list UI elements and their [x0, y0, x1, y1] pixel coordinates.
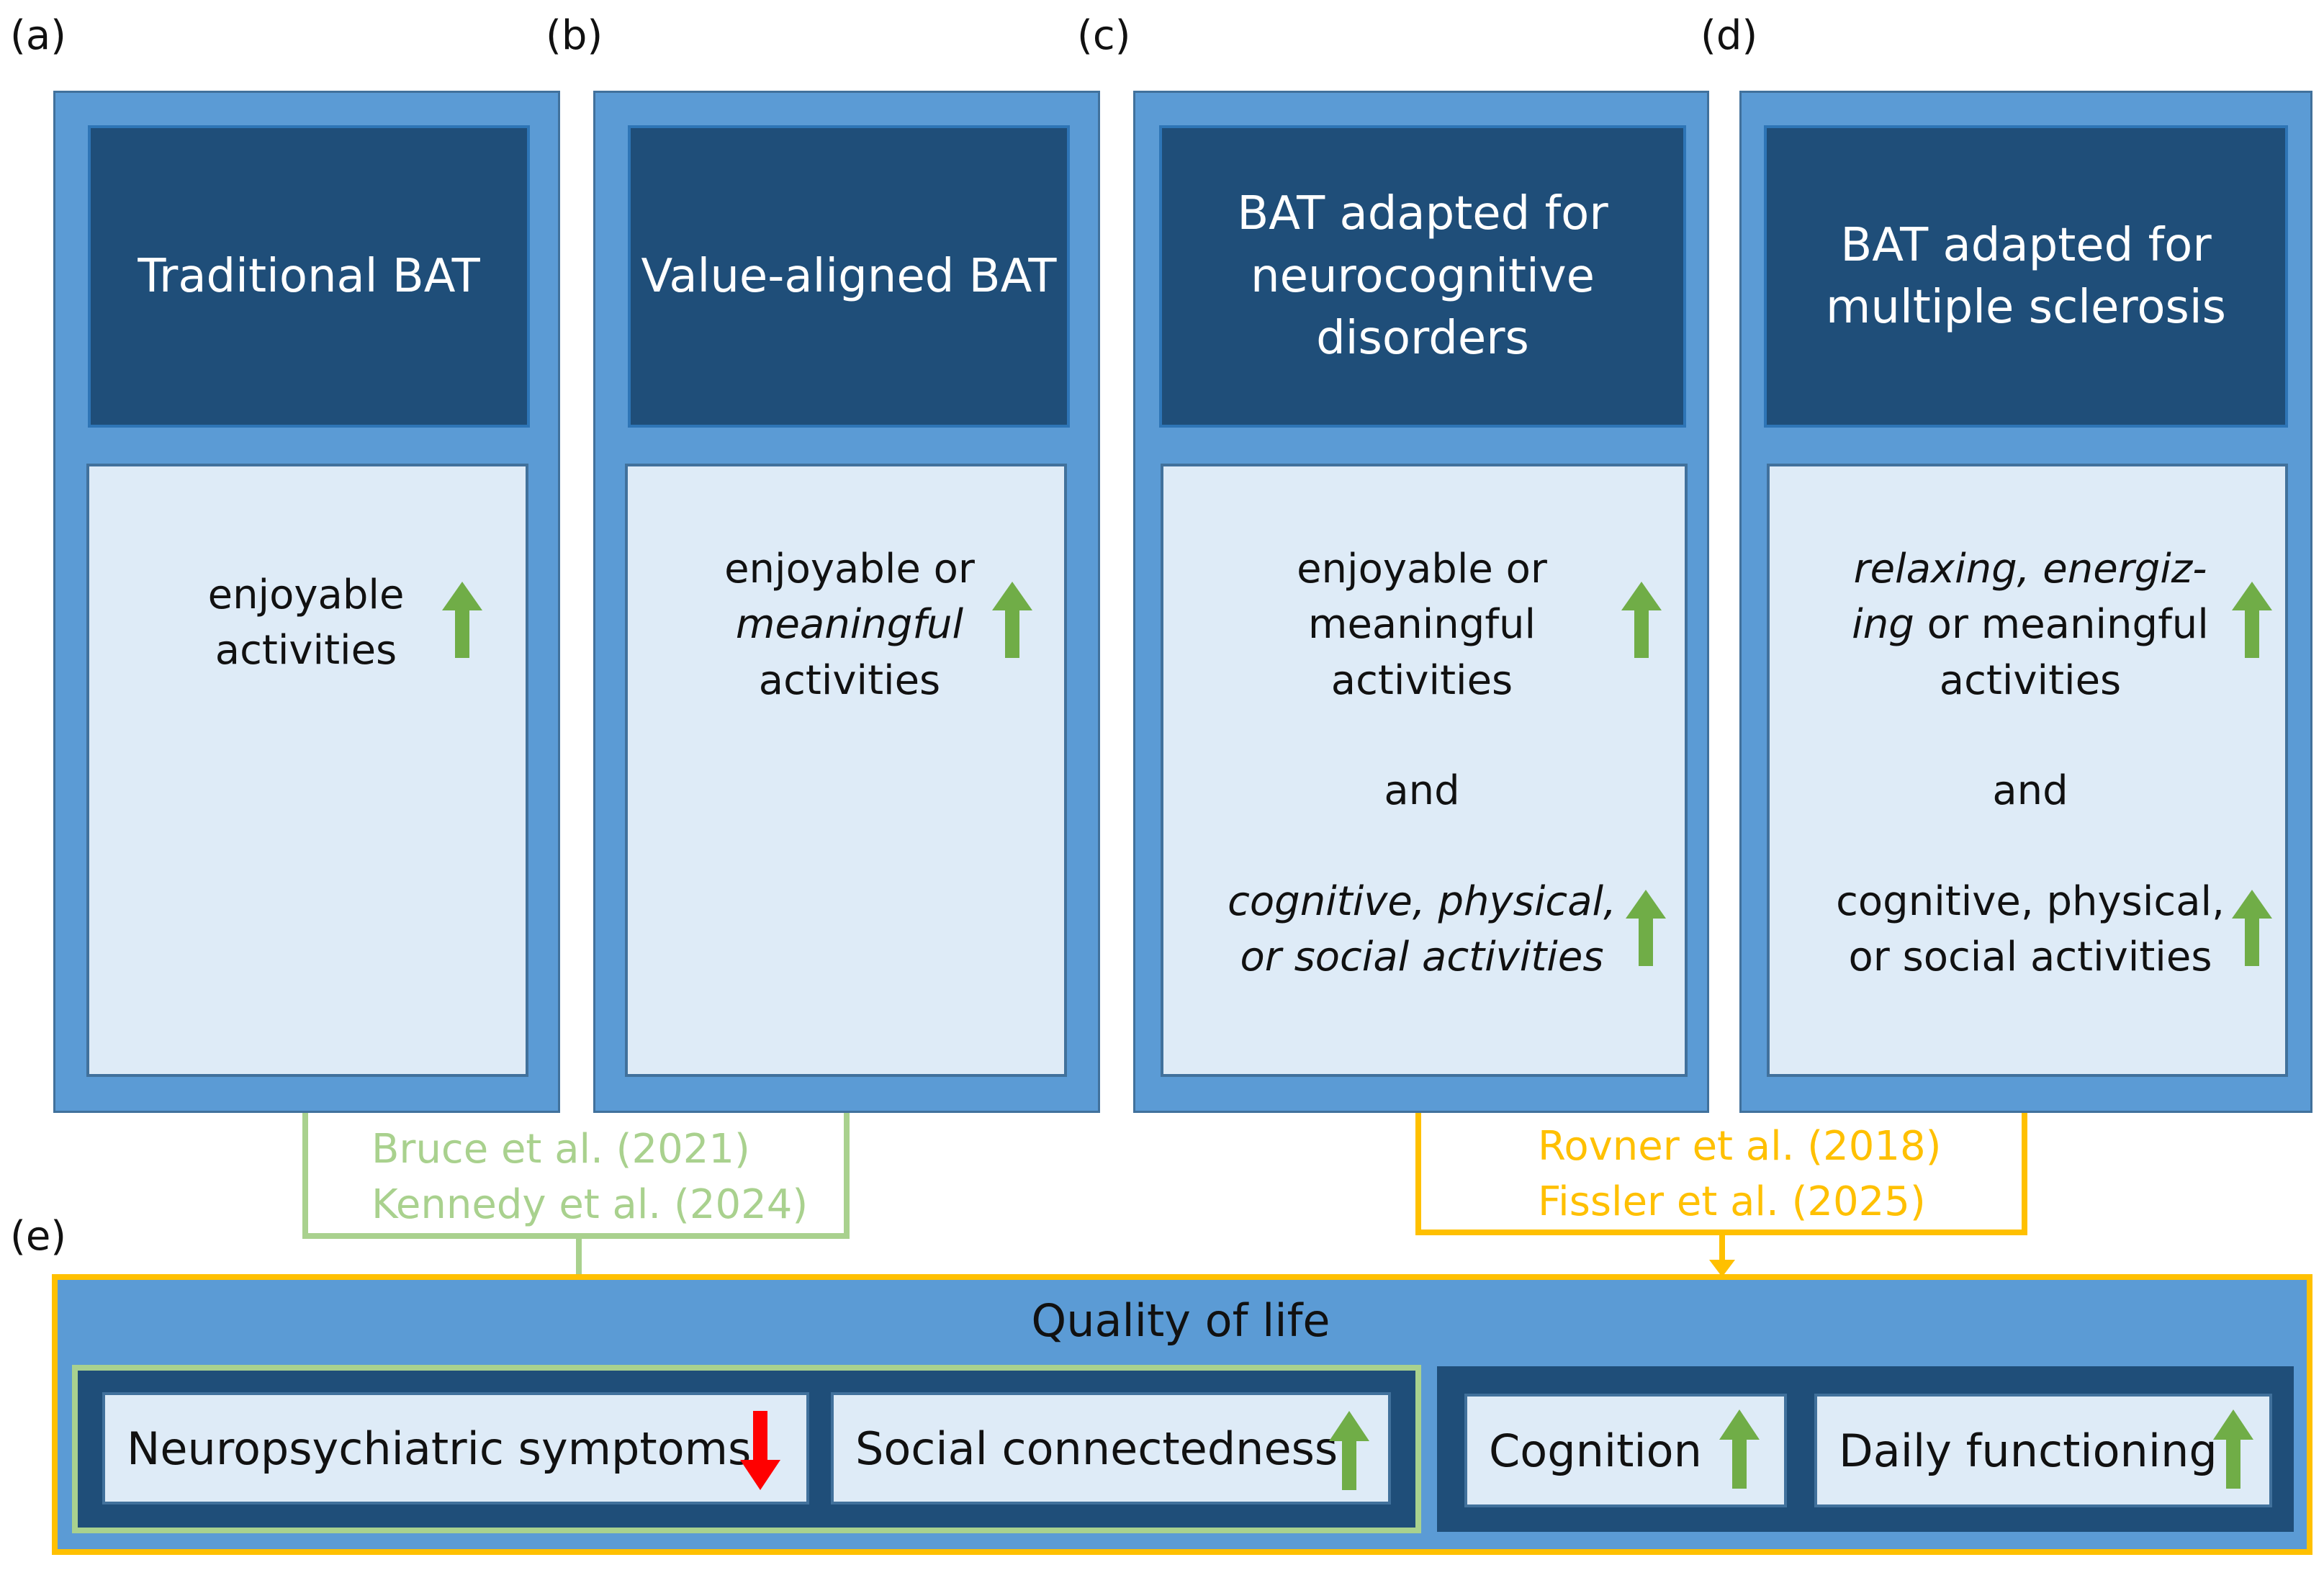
- outcome-label: Neuropsychiatric symptoms: [127, 1422, 752, 1475]
- outcome-neuropsychiatric-symptoms: Neuropsychiatric symptoms: [102, 1392, 809, 1504]
- panel-a-title: Traditional BAT: [88, 125, 530, 428]
- panel-b-title: Value-aligned BAT: [628, 125, 1070, 428]
- panel-a-content: [86, 464, 528, 1077]
- orange-arrowhead: [1709, 1260, 1735, 1277]
- reference-kennedy: Kennedy et al. (2024): [371, 1181, 809, 1229]
- up-arrow-icon: [442, 582, 482, 658]
- panel-label-c: (c): [1077, 12, 1131, 59]
- reference-rovner: Rovner et al. (2018): [1538, 1123, 1942, 1170]
- panel-label-d: (d): [1701, 12, 1758, 59]
- panel-c-other-activities-text: cognitive, physical, or social activitie…: [1228, 878, 1616, 981]
- orange-connector: [1415, 1112, 2027, 1261]
- panel-label-b: (b): [546, 12, 603, 59]
- up-arrow-icon: [1621, 582, 1662, 658]
- panel-b-content: [625, 464, 1067, 1077]
- references-orange: Rovner et al. (2018) Fissler et al. (202…: [1538, 1119, 1941, 1230]
- panel-label-a: (a): [10, 12, 67, 59]
- outcome-daily-functioning: Daily functioning: [1814, 1394, 2272, 1507]
- reference-bruce: Bruce et al. (2021): [371, 1126, 750, 1173]
- up-arrow-icon: [2232, 890, 2272, 966]
- up-arrow-icon: [1719, 1409, 1760, 1489]
- panel-d-content: [1767, 464, 2288, 1077]
- panel-b-activities-text: enjoyable or meaningful activities: [724, 546, 975, 704]
- up-arrow-icon: [2232, 582, 2272, 658]
- panel-c-content: [1161, 464, 1688, 1077]
- down-arrow-icon: [740, 1411, 780, 1490]
- up-arrow-icon: [992, 582, 1032, 658]
- panel-c-activities-text: enjoyable or meaningful activities: [1297, 546, 1547, 704]
- quality-of-life-title: Quality of life: [1031, 1294, 1330, 1347]
- outcome-label: Cognition: [1489, 1424, 1702, 1477]
- reference-fissler: Fissler et al. (2025): [1538, 1178, 1926, 1226]
- panel-d-activities-text: relaxing, energiz- ing or meaningful act…: [1852, 546, 2209, 704]
- panel-d-other-activities-text: cognitive, physical, or social activitie…: [1836, 878, 2225, 981]
- panel-label-e: (e): [10, 1213, 67, 1260]
- outcome-label: Daily functioning: [1839, 1424, 2217, 1477]
- panel-a-activities-text: enjoyable activities: [207, 572, 405, 675]
- panel-c-title: BAT adapted for neurocognitive disorders: [1159, 125, 1686, 428]
- up-arrow-icon: [2213, 1409, 2253, 1489]
- panel-d-and-text: and: [1992, 767, 2068, 814]
- up-arrow-icon: [1626, 890, 1666, 966]
- references-green: Bruce et al. (2021) Kennedy et al. (2024…: [371, 1122, 808, 1233]
- panel-d-title: BAT adapted for multiple sclerosis: [1764, 125, 2288, 428]
- up-arrow-icon: [1329, 1411, 1369, 1490]
- panel-c-and-text: and: [1384, 767, 1460, 814]
- outcome-social-connectedness: Social connectedness: [831, 1392, 1391, 1504]
- outcome-label: Social connectedness: [855, 1422, 1338, 1475]
